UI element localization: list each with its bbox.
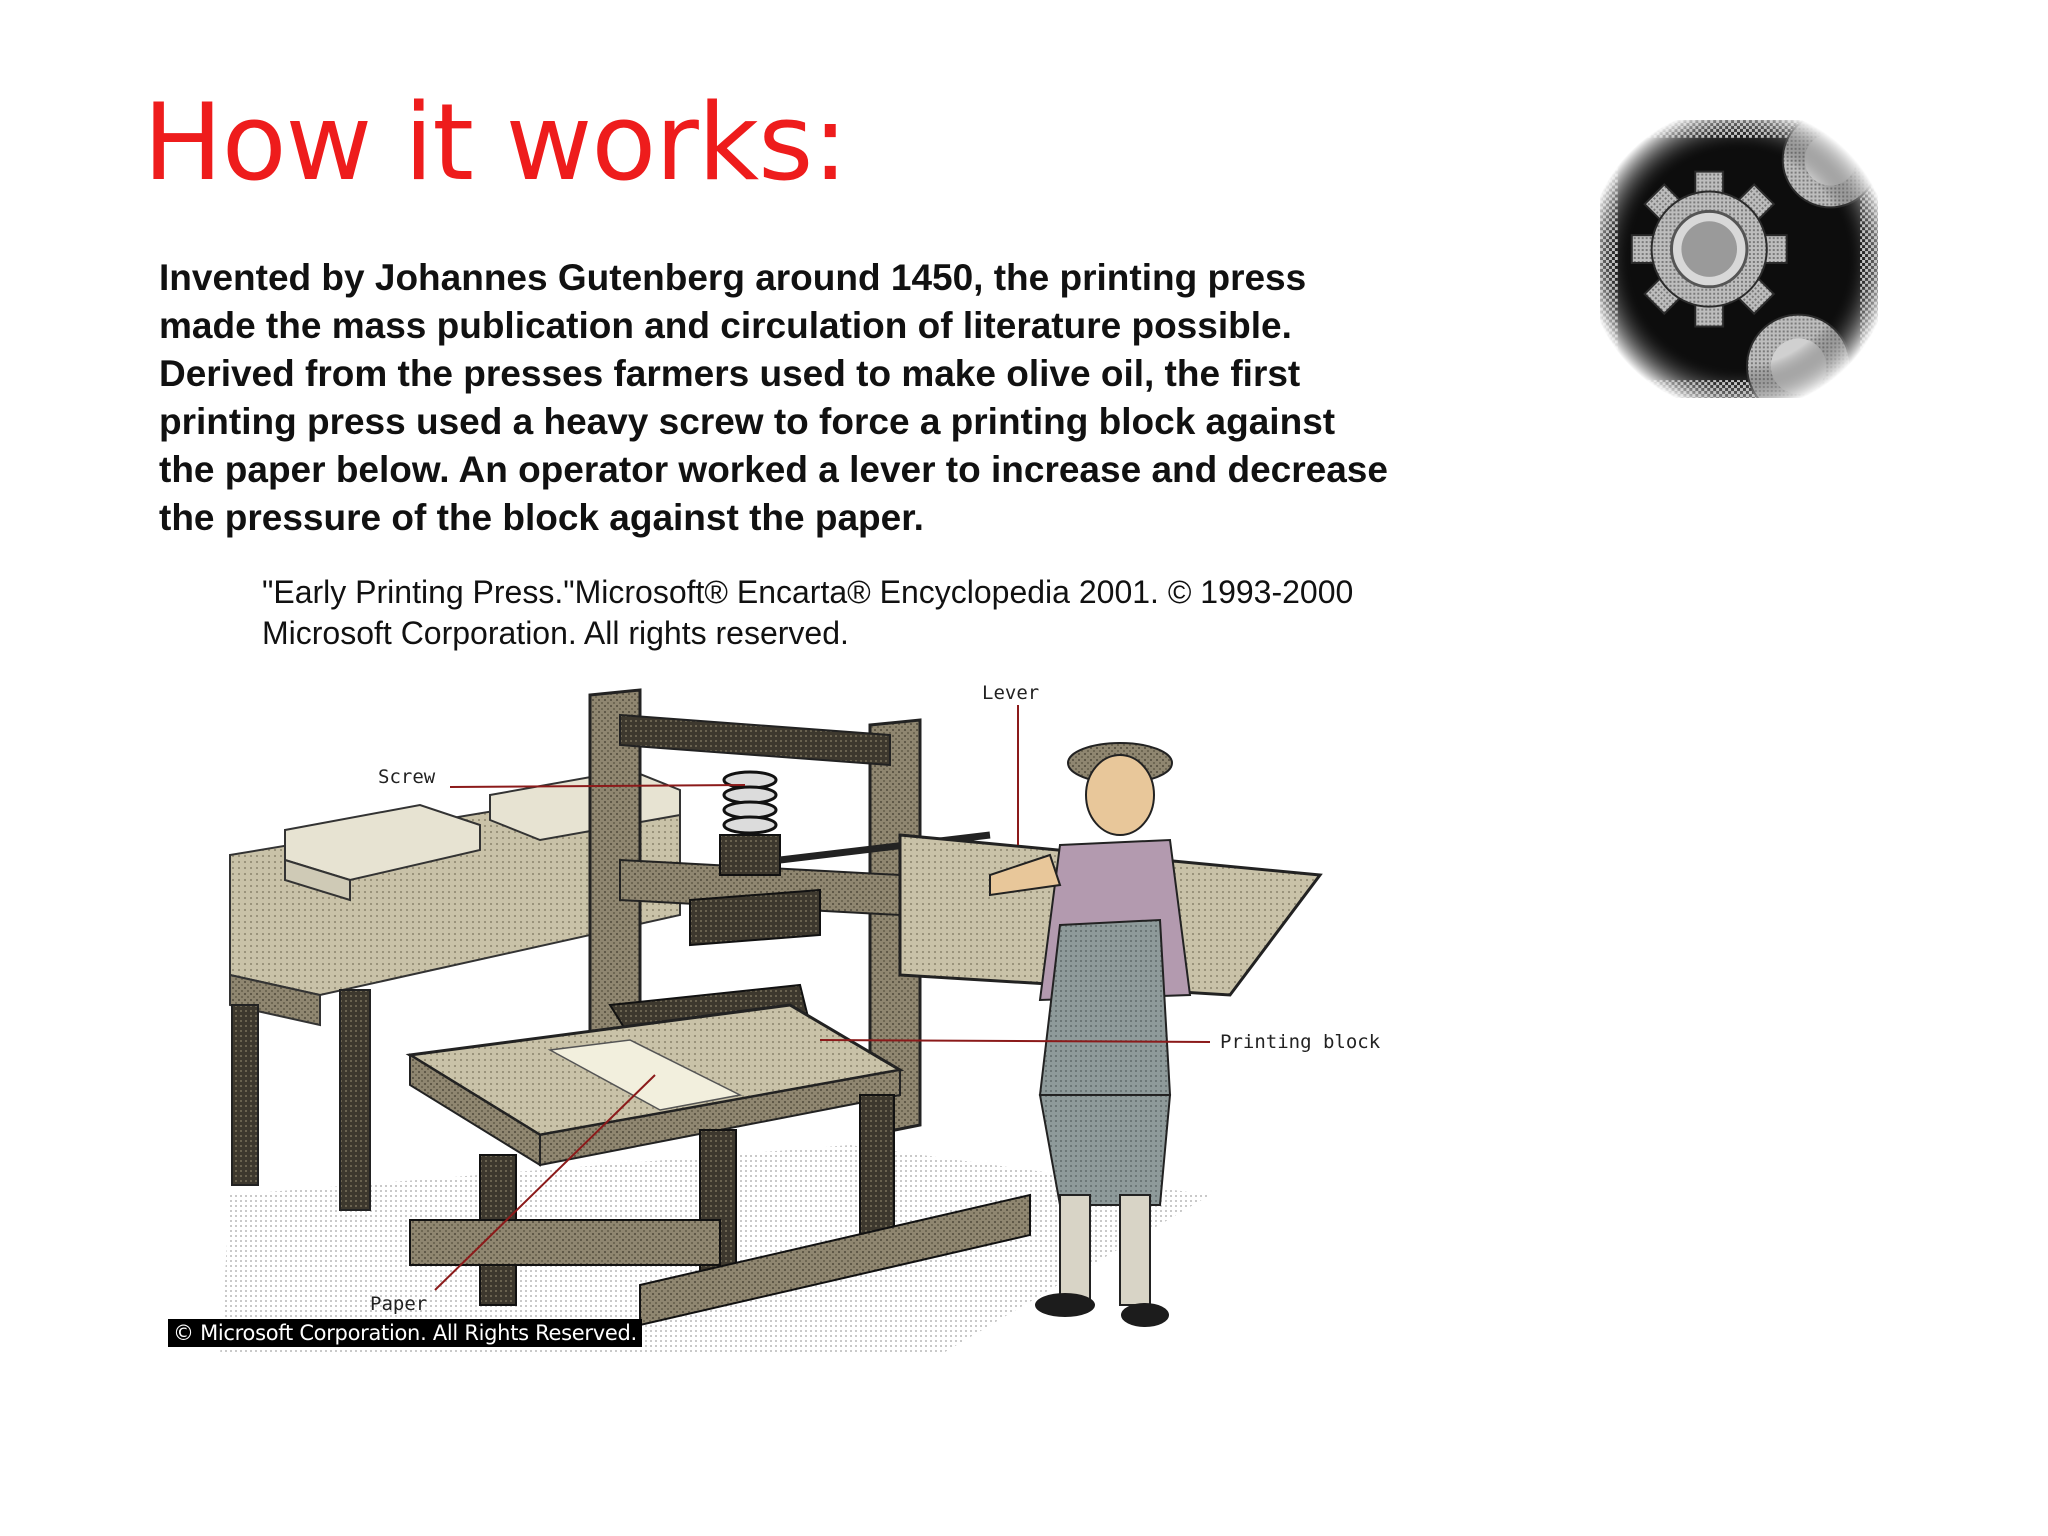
body-line: Invented by Johannes Gutenberg around 14… bbox=[159, 257, 1307, 298]
slide-title: How it works: bbox=[143, 81, 848, 204]
printing-press-illustration: Screw Lever Printing block Paper bbox=[220, 682, 1381, 1355]
citation-line: "Early Printing Press."Microsoft® Encart… bbox=[262, 574, 1354, 610]
body-line: printing press used a heavy screw to for… bbox=[159, 401, 1336, 442]
operator-figure bbox=[989, 742, 1192, 1327]
label-screw: Screw bbox=[378, 766, 436, 788]
citation-line: Microsoft Corporation. All rights reserv… bbox=[262, 615, 849, 651]
body-line: Derived from the presses farmers used to… bbox=[159, 353, 1301, 394]
copyright-notice: © Microsoft Corporation. All Rights Rese… bbox=[168, 1319, 642, 1347]
body-line: the paper below. An operator worked a le… bbox=[159, 449, 1388, 490]
label-paper: Paper bbox=[370, 1293, 427, 1315]
body-line: the pressure of the block against the pa… bbox=[159, 497, 924, 538]
label-lever: Lever bbox=[982, 682, 1039, 704]
body-line: made the mass publication and circulatio… bbox=[159, 305, 1292, 346]
body-paragraph: Invented by Johannes Gutenberg around 14… bbox=[159, 254, 1519, 542]
label-printing-block: Printing block bbox=[1220, 1031, 1381, 1053]
citation: "Early Printing Press."Microsoft® Encart… bbox=[262, 572, 1353, 654]
gears-icon bbox=[1600, 120, 1878, 398]
